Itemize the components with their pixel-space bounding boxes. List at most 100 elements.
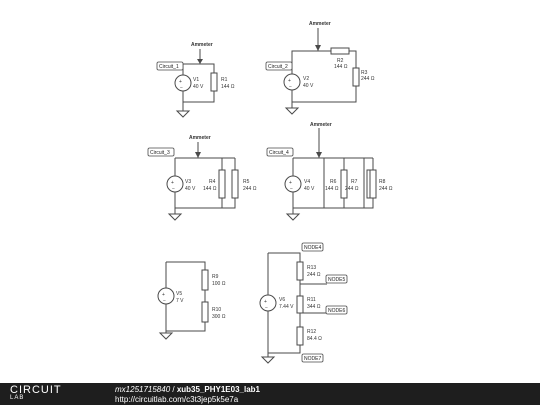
resistor-icon[interactable]: [231, 169, 239, 199]
circuit-5: + − V5 7 V R9 100 Ω R10 300 Ω: [157, 261, 226, 340]
svg-text:−: −: [290, 186, 293, 192]
arrow-icon: [316, 152, 322, 158]
circuitlab-logo-top[interactable]: CIRCUIT: [10, 384, 62, 396]
voltage-source-icon[interactable]: [166, 175, 184, 193]
resistor-icon[interactable]: [330, 47, 350, 55]
r9-name: R9: [212, 274, 219, 280]
circuit-6-wires: [267, 252, 301, 354]
svg-text:−: −: [289, 84, 292, 90]
r5-name: R5: [243, 179, 250, 185]
v3-name: V3: [185, 179, 191, 185]
r12-name: R12: [307, 329, 316, 335]
project-url[interactable]: http://circuitlab.com/c3t3jep5k5e7a: [115, 395, 239, 404]
svg-text:−: −: [163, 298, 166, 304]
circuit-3-tag[interactable]: [147, 147, 175, 157]
r4-name: R4: [209, 179, 216, 185]
v6-value: 7.44 V: [279, 304, 294, 310]
r10-value: 300 Ω: [212, 314, 226, 320]
v4-name: V4: [304, 179, 310, 185]
arrow-icon: [195, 152, 201, 158]
node7-label: NODE7: [304, 356, 321, 362]
voltage-source-icon[interactable]: [259, 294, 277, 312]
svg-text:+: +: [264, 299, 267, 305]
voltage-source-icon[interactable]: [174, 74, 192, 92]
v2-value: 40 V: [303, 83, 314, 89]
r7-name: R7: [351, 179, 358, 185]
v1-value: 40 V: [193, 84, 204, 90]
ground-icon: [175, 110, 191, 118]
resistor-icon[interactable]: [201, 269, 209, 291]
resistor-icon[interactable]: [340, 169, 348, 199]
svg-text:+: +: [289, 180, 292, 186]
circuit-4: + − V4 40 V R6 144 Ω R7 244 Ω R8 244 Ω C…: [266, 122, 393, 221]
r1-value: 144 Ω: [221, 84, 235, 90]
v4-value: 40 V: [304, 186, 315, 192]
node6-tag[interactable]: [325, 305, 348, 315]
arrow-icon: [197, 59, 203, 64]
resistor-icon[interactable]: [218, 169, 226, 199]
ground-icon: [158, 332, 174, 340]
r10-name: R10: [212, 307, 221, 313]
path-separator: /: [170, 385, 177, 394]
ground-icon: [285, 213, 301, 221]
node4-tag[interactable]: [301, 242, 324, 252]
ammeter-4-label: Ammeter: [310, 122, 332, 128]
r6-value: 144 Ω: [325, 186, 339, 192]
r3-value: 244 Ω: [361, 76, 375, 82]
ground-icon: [284, 107, 300, 115]
resistor-icon[interactable]: [201, 301, 209, 323]
ground-icon: [167, 213, 183, 221]
resistor-icon[interactable]: [296, 326, 304, 346]
circuitlab-logo-bottom: LAB: [10, 395, 25, 401]
circuit-3-tag-label: Circuit_3: [150, 150, 170, 156]
footer-bar: CIRCUIT LAB mx1251715840 / xub35_PHY1E03…: [0, 383, 540, 405]
circuit-2-wires: [291, 50, 357, 103]
project-line: mx1251715840 / xub35_PHY1E03_lab1: [115, 385, 260, 395]
voltage-source-icon[interactable]: [157, 287, 175, 305]
r9-value: 100 Ω: [212, 281, 226, 287]
resistor-icon[interactable]: [352, 67, 360, 87]
ground-icon: [260, 356, 276, 364]
r4-value: 144 Ω: [203, 186, 217, 192]
circuit-4-tag[interactable]: [266, 147, 294, 157]
r5-value: 244 Ω: [243, 186, 257, 192]
circuit-1-tag-label: Circuit_1: [159, 64, 179, 70]
r2-name: R2: [337, 58, 344, 64]
svg-text:−: −: [180, 85, 183, 91]
svg-text:+: +: [162, 292, 165, 298]
project-name[interactable]: xub35_PHY1E03_lab1: [176, 385, 260, 394]
node5-label: NODE5: [328, 277, 345, 283]
circuit-6-node-taps: [300, 283, 327, 314]
voltage-source-icon[interactable]: [283, 73, 301, 91]
circuit-4-inner-bus: [323, 158, 365, 208]
svg-text:+: +: [171, 180, 174, 186]
svg-text:−: −: [172, 186, 175, 192]
username[interactable]: mx1251715840: [115, 385, 171, 394]
v2-name: V2: [303, 76, 309, 82]
v5-name: V5: [176, 291, 182, 297]
svg-text:−: −: [265, 305, 268, 311]
r8-value: 244 Ω: [379, 186, 393, 192]
v1-name: V1: [193, 77, 199, 83]
r12-value: 84.4 Ω: [307, 336, 322, 342]
resistor-icon[interactable]: [296, 261, 304, 281]
r8-name: R8: [379, 179, 386, 185]
r11-value: 344 Ω: [307, 304, 321, 310]
ammeter-3-label: Ammeter: [189, 135, 211, 141]
resistor-icon[interactable]: [296, 295, 304, 314]
node6-label: NODE6: [328, 308, 345, 314]
node7-tag[interactable]: [301, 353, 324, 363]
circuit-2-tag[interactable]: [265, 61, 293, 71]
circuit-1-tag[interactable]: [156, 61, 184, 71]
resistor-icon[interactable]: [369, 169, 377, 199]
voltage-source-icon[interactable]: [284, 175, 302, 193]
resistor-icon[interactable]: [210, 72, 218, 92]
r11-name: R11: [307, 297, 316, 303]
circuit-2-tag-label: Circuit_2: [268, 64, 288, 70]
r6-name: R6: [330, 179, 337, 185]
circuit-2: + − V2 40 V R2 144 Ω R3 244 Ω Circuit_2 …: [265, 21, 375, 115]
footer-text: mx1251715840 / xub35_PHY1E03_lab1 http:/…: [115, 385, 260, 405]
v5-value: 7 V: [176, 298, 184, 304]
node5-tag[interactable]: [325, 274, 348, 284]
